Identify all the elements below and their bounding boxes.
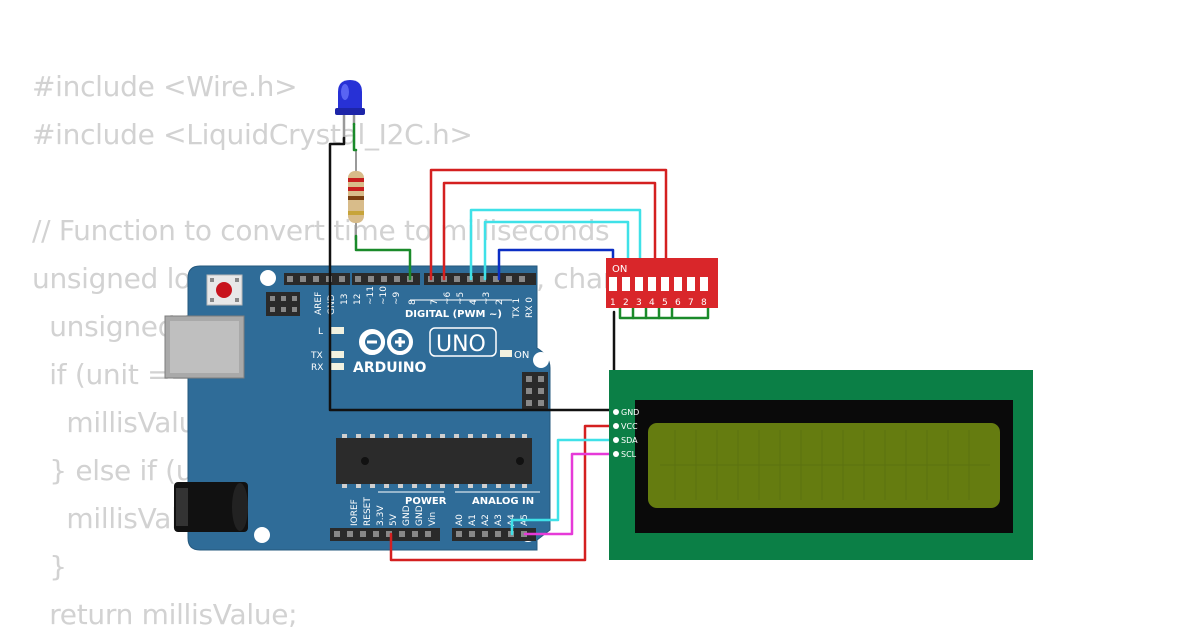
pin-label: IOREF (350, 499, 360, 526)
onboard-leds: L TX RX ON (310, 327, 529, 373)
pin-label: TX 1 (512, 298, 522, 319)
pin-label: 2 (495, 299, 505, 305)
resistor[interactable] (348, 150, 364, 236)
lcd-pin-label: VCC (621, 422, 638, 431)
dip-toggle[interactable] (661, 277, 669, 291)
power-on-label: ON (514, 350, 529, 361)
pin-label: GND (327, 294, 337, 315)
pin-label: RX 0 (525, 297, 535, 318)
reset-button[interactable] (206, 274, 243, 306)
dip-number: 3 (636, 298, 642, 308)
power-header (330, 528, 440, 541)
pin-label: ~3 (482, 292, 492, 305)
lcd-character-grid (660, 430, 990, 500)
led-tx-label: TX (310, 351, 323, 361)
pin-label: 7 (430, 299, 440, 305)
code-line: // Function to convert time to milliseco… (32, 214, 610, 247)
pin-label: 4 (469, 299, 479, 305)
pin-label: GND (402, 505, 412, 526)
dip-toggle[interactable] (700, 277, 708, 291)
dip-on-label: ON (612, 264, 627, 275)
led-l-label: L (318, 327, 323, 337)
lcd-pin-label: SDA (621, 436, 638, 445)
pin-label: A2 (481, 514, 491, 526)
lcd-pin-header (613, 409, 619, 457)
pin-label: GND (415, 505, 425, 526)
pin-label: AREF (314, 292, 324, 315)
pin-label: ~9 (392, 291, 402, 305)
dip-toggle[interactable] (622, 277, 630, 291)
dc-power-jack (174, 482, 248, 532)
led-rx-label: RX (311, 363, 323, 373)
pin-label: A0 (455, 514, 465, 526)
dip-toggle[interactable] (648, 277, 656, 291)
dip-number: 5 (662, 298, 668, 308)
dip-number: 6 (675, 298, 681, 308)
icsp-header-2 (522, 372, 548, 410)
wire-cyan (510, 438, 618, 536)
pin-label: ~5 (456, 292, 466, 305)
dip-number: 2 (623, 298, 629, 308)
arduino-logo (359, 329, 413, 355)
dip-toggle[interactable] (609, 277, 617, 291)
wire-red (389, 424, 618, 562)
analog-header (452, 528, 536, 541)
lcd-pin-label: SCL (621, 450, 637, 459)
pin-label: ~6 (443, 291, 453, 305)
pin-label: ~11 (366, 286, 376, 305)
blue-led[interactable] (335, 80, 365, 140)
wire-green (354, 234, 412, 281)
pin-label: 12 (353, 294, 363, 305)
dip-toggle[interactable] (635, 277, 643, 291)
usb-connector (164, 315, 245, 379)
wire-magenta (523, 452, 618, 536)
wire-red (429, 168, 668, 281)
wire-red (442, 181, 657, 281)
dip-toggle[interactable] (674, 277, 682, 291)
atmega-chip (336, 434, 532, 488)
power-label: POWER (405, 496, 447, 507)
wire-cyan (483, 220, 630, 281)
lcd-pin-label: GND (621, 408, 639, 417)
arduino-uno-board[interactable]: AREF GND 13 12 ~11 ~10 ~9 8 7 ~6 ~5 4 ~3… (164, 265, 551, 551)
wire-black (328, 136, 616, 412)
pin-label: A3 (494, 514, 504, 526)
wire-green (352, 122, 358, 152)
pin-label: ~10 (379, 286, 389, 305)
mounting-hole (533, 352, 549, 368)
pin-label: A1 (468, 514, 478, 526)
analog-in-label: ANALOG IN (472, 496, 534, 507)
pin-label: 5V (389, 513, 399, 526)
dip-number: 1 (610, 298, 616, 308)
code-line: #include <LiquidCrystal_I2C.h> (32, 118, 473, 151)
icsp-header (266, 292, 300, 316)
wire-green (618, 306, 710, 320)
arduino-brand-label: ARDUINO (353, 360, 427, 376)
pin-label: 13 (340, 294, 350, 305)
dip-number: 7 (688, 298, 694, 308)
pin-label: Vin (428, 512, 438, 526)
mounting-hole (254, 527, 270, 543)
pin-label: 8 (408, 299, 418, 305)
dip-number: 4 (649, 298, 655, 308)
code-line: #include <Wire.h> (32, 70, 298, 103)
pin-label: 3.3V (376, 505, 386, 526)
pin-label: RESET (363, 497, 373, 526)
mounting-hole (260, 270, 276, 286)
dip-switch[interactable]: ON 1 2 3 4 5 6 7 8 (606, 258, 718, 308)
code-line: return millisValue; (32, 598, 298, 631)
uno-badge (429, 327, 497, 357)
digital-pwm-label: DIGITAL (PWM ~) (405, 309, 502, 320)
dip-number: 8 (701, 298, 707, 308)
dip-toggle[interactable] (687, 277, 695, 291)
lcd-i2c-display[interactable]: GND VCC SDA SCL (609, 370, 1033, 560)
uno-label: UNO (436, 332, 486, 357)
wire-cyan (469, 208, 642, 281)
code-line: } (32, 550, 67, 583)
